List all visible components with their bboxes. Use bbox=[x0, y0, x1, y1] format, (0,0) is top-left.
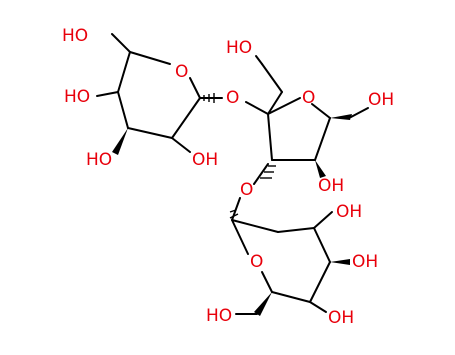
hydroxyl-label: OH bbox=[368, 90, 394, 110]
wedge-bond bbox=[254, 292, 272, 316]
bond bbox=[277, 227, 315, 233]
bond bbox=[245, 101, 269, 115]
hydroxyl-label: HO bbox=[206, 306, 232, 326]
bond bbox=[350, 107, 369, 118]
bond bbox=[314, 117, 331, 161]
bond bbox=[261, 271, 273, 293]
wedge-bond bbox=[330, 114, 352, 120]
bond bbox=[96, 91, 119, 97]
bond bbox=[231, 219, 279, 233]
bond bbox=[253, 163, 269, 185]
bond bbox=[261, 63, 283, 93]
wedge-bond bbox=[315, 160, 326, 178]
bond bbox=[267, 113, 273, 161]
bond bbox=[311, 103, 331, 119]
bottom-ring bbox=[229, 197, 350, 316]
bond bbox=[127, 127, 173, 139]
hydroxyl-label: OH bbox=[328, 308, 354, 328]
hydroxyl-label: OH bbox=[318, 176, 344, 196]
bond bbox=[189, 77, 201, 99]
bond bbox=[129, 51, 171, 65]
left-ring bbox=[96, 33, 223, 155]
glycosidic-oxygen-label: O bbox=[226, 88, 239, 108]
bond bbox=[267, 91, 283, 115]
hydroxyl-label: OH bbox=[336, 202, 362, 222]
bond bbox=[267, 97, 301, 115]
wedge-bond bbox=[112, 128, 128, 155]
ring-oxygen-label: O bbox=[302, 88, 315, 108]
bond bbox=[309, 261, 331, 303]
bond bbox=[171, 97, 201, 139]
wedge-bond bbox=[330, 259, 350, 265]
bond bbox=[111, 33, 131, 53]
hash-bond bbox=[260, 165, 276, 179]
center-ring bbox=[245, 55, 369, 185]
bond bbox=[171, 137, 191, 153]
hydroxyl-label: HO bbox=[64, 87, 90, 107]
hydroxyl-label: HO bbox=[62, 26, 88, 46]
hash-bond bbox=[203, 93, 215, 103]
atom-labels: HO O HO O HO OH HO O OH O OH OH O OH HO … bbox=[62, 26, 394, 328]
hydroxyl-label: HO bbox=[86, 150, 112, 170]
bond bbox=[313, 227, 331, 263]
hydroxyl-label: OH bbox=[352, 252, 378, 272]
glycosidic-oxygen-label: O bbox=[240, 180, 253, 200]
hydroxyl-label: HO bbox=[226, 38, 252, 58]
hash-bond bbox=[229, 209, 239, 219]
bond bbox=[255, 55, 263, 65]
ring-oxygen-label: O bbox=[250, 252, 263, 272]
bond bbox=[271, 291, 311, 303]
bond bbox=[231, 219, 249, 255]
hydroxyl-label: OH bbox=[192, 150, 218, 170]
bond bbox=[117, 91, 129, 129]
ring-oxygen-label: O bbox=[175, 62, 188, 82]
bond bbox=[117, 51, 131, 93]
bond bbox=[313, 211, 333, 229]
bond bbox=[309, 301, 327, 313]
